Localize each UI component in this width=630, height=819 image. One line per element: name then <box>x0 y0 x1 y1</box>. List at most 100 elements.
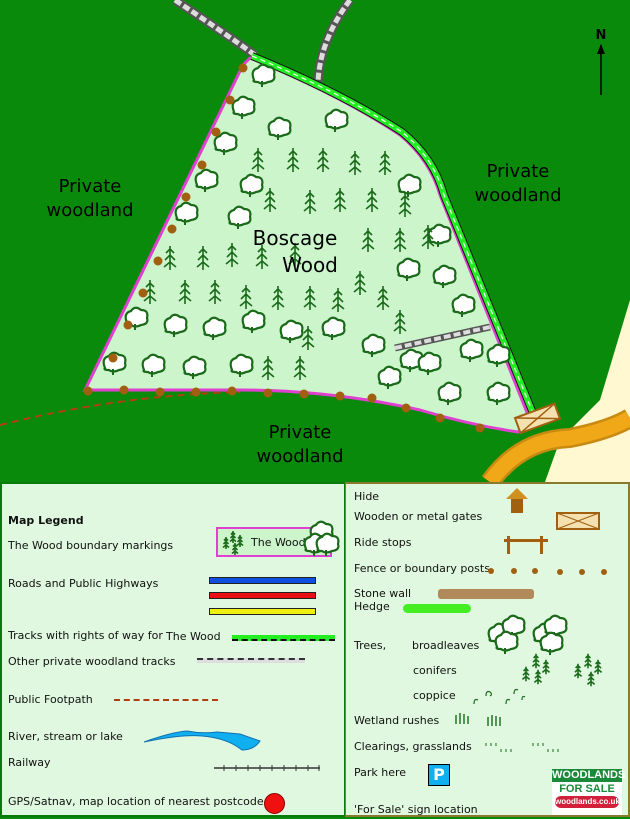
broadleaf-tree-icon <box>239 173 264 197</box>
legend-posts-label: Fence or boundary posts <box>354 562 490 575</box>
legend-broadleaves-label: broadleaves <box>412 639 480 652</box>
road-symbol-red <box>209 592 316 599</box>
boundary-post-icon <box>167 224 177 234</box>
legend-river-label: River, stream or lake <box>8 730 123 743</box>
legend-tracks-wood-name: The Wood <box>166 630 221 643</box>
legend-ride-stops-label: Ride stops <box>354 536 412 549</box>
site-map: Boscage Wood Private woodland Private wo… <box>0 0 630 482</box>
boundary-post-icon <box>299 389 309 399</box>
post-icons <box>488 568 607 575</box>
conifer-tree-icon <box>229 531 237 543</box>
conifer-tree-icon <box>263 188 277 212</box>
logo-line-2: FOR SALE <box>559 783 615 795</box>
broadleaf-tree-icon <box>251 63 276 87</box>
broadleaf-tree-icon <box>231 95 256 119</box>
legend-panel-left: Map Legend The Wood boundary markings Th… <box>0 482 346 817</box>
conifer-tree-icon <box>196 246 210 270</box>
road-symbol-yellow <box>209 608 316 615</box>
broadleaf-tree-icon <box>315 532 340 556</box>
broadleaf-tree-icon <box>397 173 422 197</box>
conifer-tree-icon <box>353 271 367 295</box>
coppice-icon <box>473 688 526 705</box>
right-of-way-track-dash <box>251 55 536 419</box>
broadleaf-tree-icon <box>427 223 452 247</box>
broadleaf-tree-icon <box>213 131 238 155</box>
conifer-tree-icon <box>143 280 157 304</box>
conifer-tree-icon <box>393 310 407 334</box>
legend-hedge-label: Hedge <box>354 600 390 613</box>
boundary-post-icon <box>367 393 377 403</box>
conifer-tree-icon <box>531 653 541 669</box>
boundary-post-icon <box>191 387 201 397</box>
boundary-post-icon <box>123 320 133 330</box>
road-symbol-blue <box>209 577 316 584</box>
broadleaf-tree-icon <box>486 381 511 405</box>
conifer-tree-icon <box>239 285 253 309</box>
wood-name: Boscage <box>253 226 338 250</box>
boundary-post-icon <box>211 127 221 137</box>
legend-roads-label: Roads and Public Highways <box>8 577 159 590</box>
broadleaf-tree-icon <box>174 201 199 225</box>
broadleaf-tree-icon <box>202 316 227 340</box>
legend-gates-label: Wooden or metal gates <box>354 510 483 523</box>
boundary-post-icon <box>155 387 165 397</box>
conifer-tree-icon <box>286 148 300 172</box>
south-neighbour-label: Private <box>269 422 332 443</box>
east-neighbour-label: Private <box>487 161 550 182</box>
broadleaf-tree-icon <box>494 630 519 654</box>
broadleaf-tree-icon <box>432 264 457 288</box>
private-track-n-dash <box>315 0 353 83</box>
postcode-marker-icon <box>264 793 285 814</box>
legend-boundary-label: The Wood boundary markings <box>8 539 174 552</box>
conifer-tree-icon <box>393 228 407 252</box>
conifer-tree-icon <box>421 225 435 249</box>
public-road <box>483 411 630 482</box>
ride-stop-icon <box>504 536 548 554</box>
logo-line-3: woodlands.co.uk <box>555 796 620 808</box>
legend-tree-symbols <box>455 614 603 752</box>
north-label: N <box>596 28 607 43</box>
legend-footpath-label: Public Footpath <box>8 693 93 706</box>
broadleaf-tree-icon <box>539 631 564 655</box>
boundary-post-icon <box>475 423 485 433</box>
legend-title: Map Legend <box>8 514 84 527</box>
conifer-tree-icon <box>573 663 583 679</box>
boundary-post-icon <box>263 388 273 398</box>
conifer-tree-icon <box>222 537 230 549</box>
conifer-tree-icon <box>236 535 244 547</box>
conifer-tree-icon <box>365 188 379 212</box>
legend-panel-right: Hide Wooden or metal gates Ride stops Fe… <box>345 482 630 817</box>
legend-private-tracks-label: Other private woodland tracks <box>8 655 176 668</box>
legend-boundary-trees <box>222 520 340 556</box>
boundary-post-icon <box>181 192 191 202</box>
broadleaf-tree-icon <box>486 343 511 367</box>
railway-symbol <box>214 765 320 771</box>
broadleaf-tree-icon <box>361 333 386 357</box>
legend-stone-wall-label: Stone wall <box>354 587 412 600</box>
hide-icon <box>506 488 528 513</box>
boundary-post-icon <box>435 413 445 423</box>
legend-hide-label: Hide <box>354 490 380 503</box>
logo-line-1: WOODLANDS <box>552 769 626 782</box>
broadleaf-tree-icon <box>141 353 166 377</box>
conifer-tree-icon <box>348 151 362 175</box>
west-neighbour-label-2: woodland <box>46 200 133 221</box>
hedge-symbol <box>403 604 471 613</box>
conifer-tree-icon <box>251 148 265 172</box>
legend-park-label: Park here <box>354 766 407 779</box>
gate-icon[interactable] <box>513 402 562 435</box>
broadleaf-tree-icon <box>194 168 219 192</box>
north-arrowhead-icon <box>597 44 605 54</box>
conifer-tree-icon <box>378 151 392 175</box>
wood-name-line2: Wood <box>282 253 338 277</box>
conifer-tree-icon <box>271 286 285 310</box>
woodlands-for-sale-logo: WOODLANDS FOR SALE woodlands.co.uk <box>552 769 626 815</box>
tree-symbols <box>102 63 511 405</box>
conifer-tree-icon <box>376 286 390 310</box>
rushes-icon <box>455 713 501 726</box>
legend-boundary-sample: The Wood <box>216 520 340 557</box>
conifer-tree-icon <box>586 671 596 687</box>
conifer-tree-icon <box>331 288 345 312</box>
river-symbol <box>143 730 261 751</box>
broadleaf-tree-icon <box>451 293 476 317</box>
